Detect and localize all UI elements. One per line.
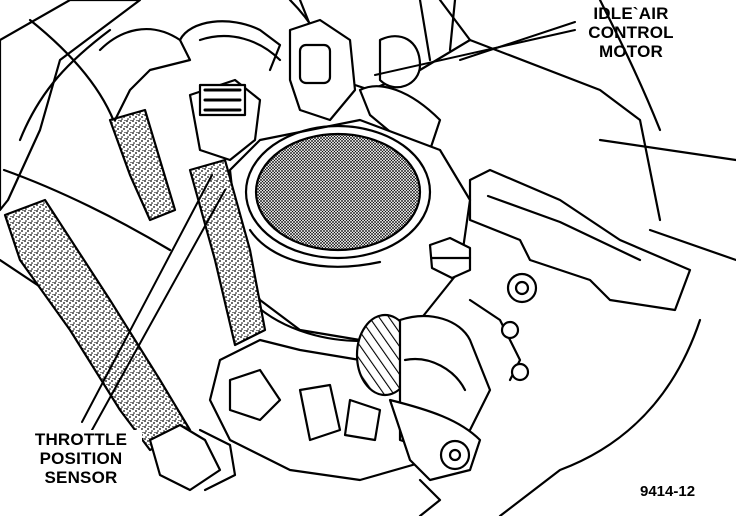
air-inlet-screen [254, 132, 422, 252]
iac-label-line-3: MOTOR [599, 42, 663, 61]
iac-label-line-2: CONTROL [588, 23, 674, 42]
left-housing [0, 0, 142, 212]
iac-label-line-1: IDLE`AIR [593, 4, 669, 23]
vacuum-hose [108, 108, 177, 222]
idle-air-control-motor-label: IDLE`AIR CONTROL MOTOR [576, 4, 686, 61]
coolant-hose [3, 198, 192, 452]
iac-leader-line-1 [459, 21, 576, 61]
tps-leader-line-2 [91, 189, 226, 431]
figure-number: 9414-12 [640, 483, 696, 500]
iac-leader-line-2 [374, 29, 576, 76]
throttle-position-sensor-label: THROTTLE POSITION SENSOR [20, 430, 142, 487]
tps-label-line-3: SENSOR [44, 468, 118, 487]
tps-label-line-1: THROTTLE [34, 430, 128, 449]
bracket-bolt [506, 272, 538, 304]
tps-label-line-2: POSITION [39, 449, 123, 468]
mounting-bracket [468, 168, 692, 312]
linkage-pivot [439, 439, 471, 471]
tps-leader-line-1 [81, 174, 213, 423]
